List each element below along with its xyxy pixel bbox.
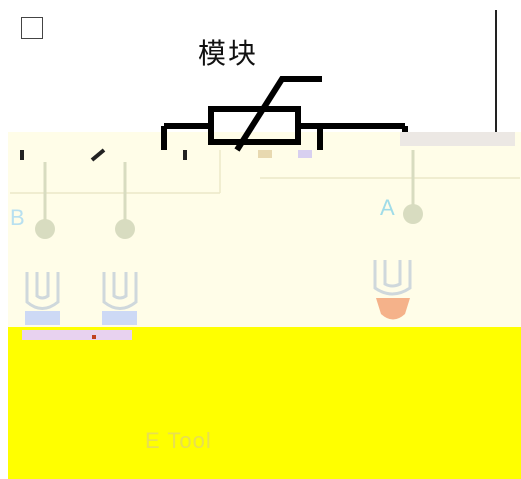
yellow-tool-area[interactable] — [8, 327, 521, 479]
terminal-pin-icon — [115, 162, 135, 239]
panel-edge-marks — [20, 148, 187, 162]
terminal-pins — [35, 150, 423, 239]
clamp-sockets — [25, 260, 412, 325]
tool-label: E Tool — [145, 428, 212, 453]
socket-b-left — [25, 272, 60, 310]
divider-line — [495, 10, 497, 135]
socket-b-right — [102, 272, 138, 310]
render-artifacts — [22, 132, 515, 340]
pad-orange — [376, 298, 410, 320]
select-checkbox[interactable] — [21, 17, 43, 39]
pad-blue-right — [102, 311, 137, 325]
socket-a — [373, 260, 412, 296]
terminal-pin-icon — [35, 162, 55, 239]
thermistor-symbol — [161, 76, 408, 152]
module-title: 模块 — [198, 37, 259, 70]
pad-blue-left — [25, 311, 60, 325]
terminal-label-b: B — [10, 205, 25, 230]
canvas-panel — [8, 132, 521, 327]
terminal-label-a: A — [380, 195, 395, 220]
terminal-pin-icon — [403, 150, 423, 224]
